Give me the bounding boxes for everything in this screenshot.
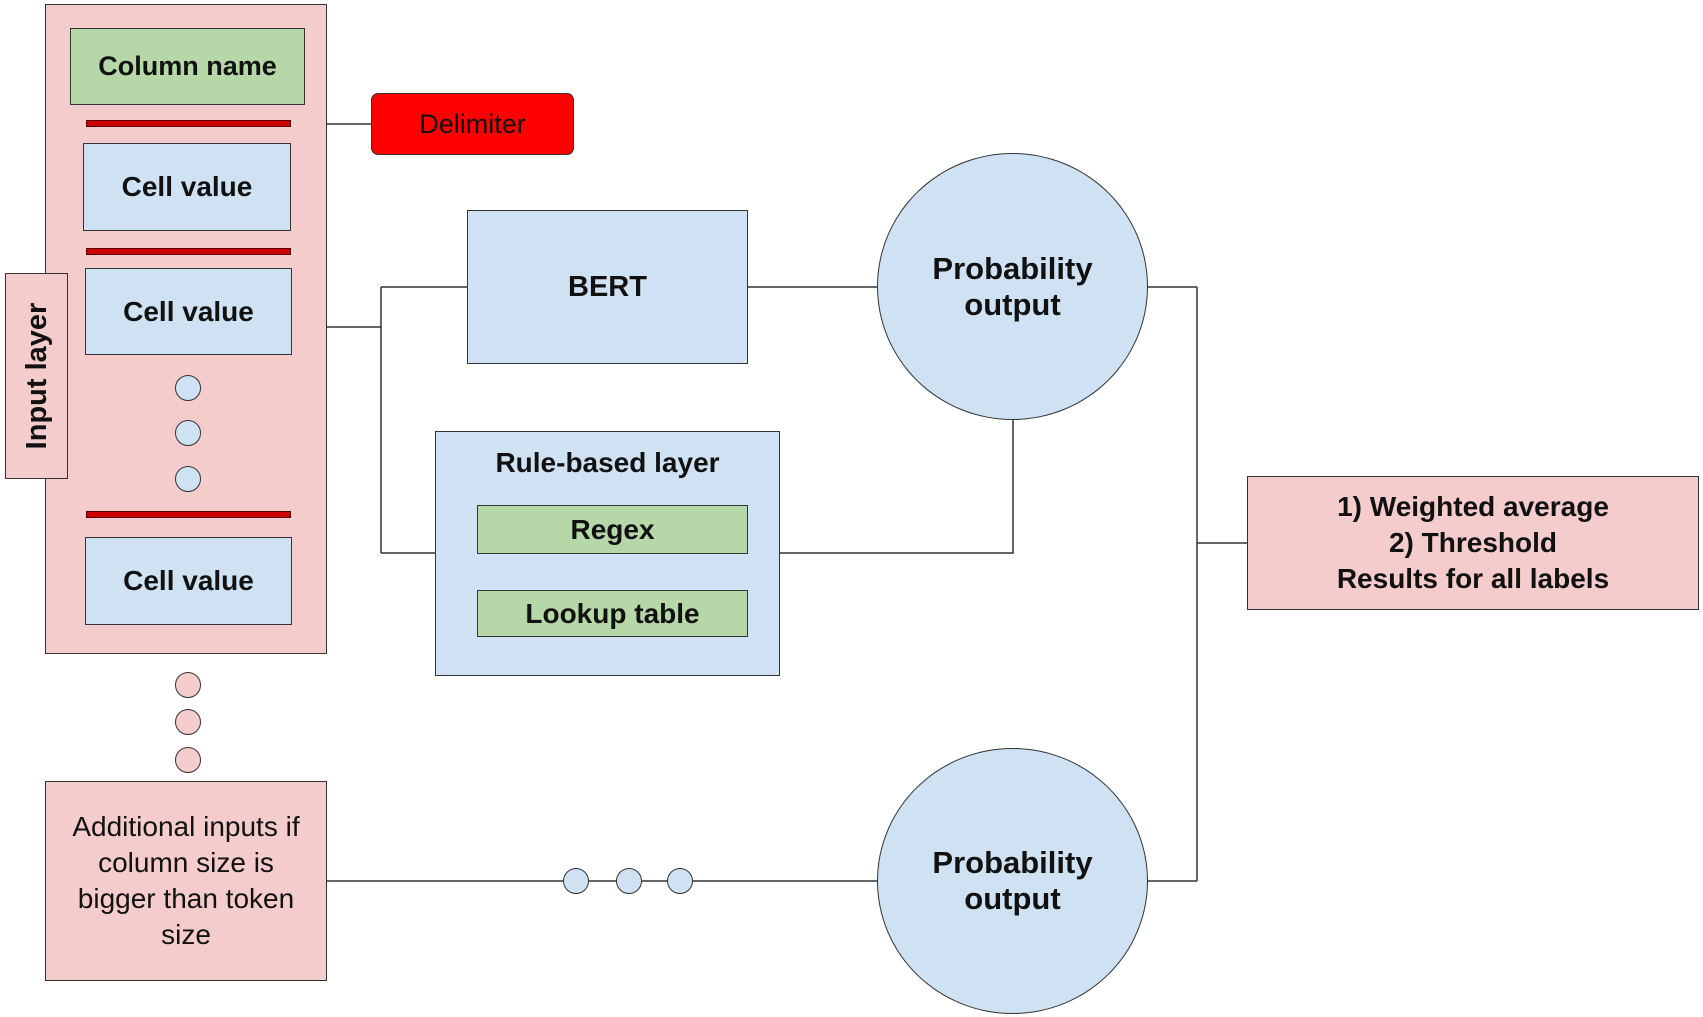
ellipsis-dot — [616, 868, 642, 894]
delimiter-bar — [86, 248, 291, 255]
result-box: 1) Weighted average 2) Threshold Results… — [1247, 476, 1699, 610]
ellipsis-dot — [175, 672, 201, 698]
cell-value-box: Cell value — [85, 268, 292, 355]
lookup-table-box: Lookup table — [477, 590, 748, 637]
column-name-box: Column name — [70, 28, 305, 105]
additional-inputs-box: Additional inputs if column size is bigg… — [45, 781, 327, 981]
probability-output-top: Probability output — [877, 153, 1148, 420]
ellipsis-dot — [175, 420, 201, 446]
result-line-threshold: 2) Threshold — [1388, 527, 1557, 558]
ellipsis-dot — [175, 747, 201, 773]
input-layer-label-box — [5, 273, 68, 479]
ellipsis-dot — [667, 868, 693, 894]
bert-box: BERT — [467, 210, 748, 364]
ellipsis-dot — [563, 868, 589, 894]
cell-value-box: Cell value — [85, 537, 292, 625]
delimiter-bar — [86, 511, 291, 518]
ellipsis-dot — [175, 709, 201, 735]
cell-value-box: Cell value — [83, 143, 291, 231]
input-layer-label: Input layer — [21, 302, 53, 450]
delimiter-label-box: Delimiter — [371, 93, 574, 155]
ellipsis-dot — [175, 466, 201, 492]
result-line-weighted-average: 1) Weighted average — [1337, 491, 1609, 522]
result-line-all-labels: Results for all labels — [1336, 563, 1610, 594]
rule-based-layer-title: Rule-based layer — [495, 447, 720, 478]
delimiter-bar — [86, 120, 291, 127]
regex-box: Regex — [477, 505, 748, 554]
connector-rule-to-prob — [780, 420, 1014, 554]
ellipsis-dot — [175, 375, 201, 401]
probability-output-bottom: Probability output — [877, 748, 1148, 1014]
